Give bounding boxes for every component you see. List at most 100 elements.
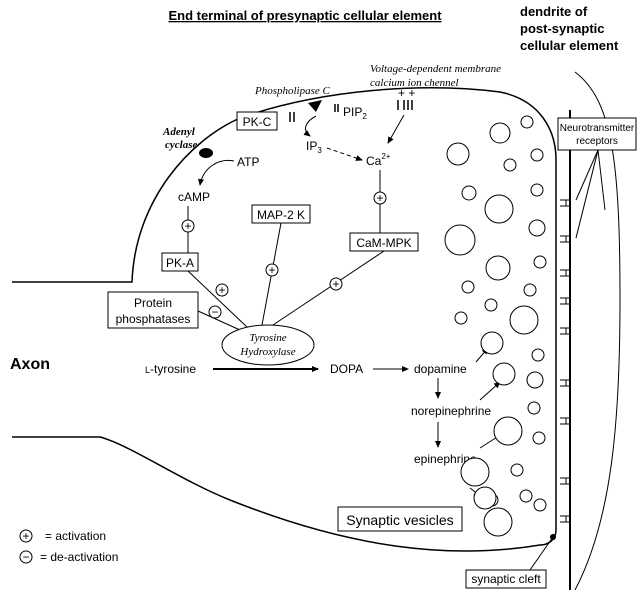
vesicle (503, 158, 517, 172)
vesicle (530, 183, 544, 197)
legend-activation-label: = activation (45, 529, 106, 543)
protein-phosphatases-label-1: Protein (134, 296, 172, 310)
title: End terminal of presynaptic cellular ele… (168, 8, 442, 23)
vesicle (484, 298, 498, 312)
vesicle (530, 148, 544, 162)
norepinephrine-vesicle-arrow (479, 381, 501, 401)
synaptic-vesicles-label: Synaptic vesicles (346, 512, 453, 528)
vesicle (520, 115, 534, 129)
calcium-channel-icon (397, 100, 413, 110)
ip3-to-ca-arrow (326, 147, 363, 161)
legend-activation-sign: + (22, 529, 29, 543)
dopamine-label: dopamine (414, 362, 467, 376)
vesicle (528, 219, 546, 237)
membrane-receptor-icon (289, 104, 339, 122)
receptor-icon (560, 235, 570, 243)
vesicle (473, 486, 497, 510)
receptors-label-2: receptors (576, 136, 618, 147)
pka-label: PK-A (166, 256, 194, 270)
legend-deactivation-sign: − (22, 550, 29, 564)
vesicle (526, 371, 544, 389)
receptors-label-1: Neurotransmitter (560, 123, 635, 134)
protein-phosphatases-label-2: phosphatases (116, 312, 191, 326)
cammpk-activation-circle (329, 277, 343, 291)
cam-mpk-label: CaM-MPK (356, 236, 411, 250)
receptor-markers (560, 199, 570, 523)
vesicle (533, 498, 547, 512)
adenyl-cyclase-icon (199, 148, 213, 158)
axon-label: Axon (10, 356, 50, 373)
l-tyrosine-label: L-tyrosine (145, 362, 196, 376)
phosphatase-tyrosine-link (197, 310, 241, 331)
dendrite-label-1: dendrite of (520, 4, 588, 19)
vesicle (532, 431, 546, 445)
vesicle (485, 255, 511, 281)
legend-deactivation-icon (19, 550, 33, 564)
postsynaptic-dendrite-edge (574, 71, 621, 591)
synaptic-cleft-pointer (529, 536, 554, 571)
ca-activation-circle (373, 191, 387, 205)
receptor-icon (560, 379, 570, 387)
receptor-icon (560, 327, 570, 335)
vesicle (461, 185, 477, 201)
tyrosine-hydroxylase-ellipse (221, 324, 315, 366)
vesicle-group (444, 115, 547, 537)
receptor-pointer (575, 149, 599, 239)
legend-deactivation-label: = de-activation (40, 550, 118, 564)
camp-label: cAMP (178, 190, 210, 204)
camp-pka-activation-sign: + (184, 219, 191, 233)
vesicle (527, 401, 541, 415)
vesicle (454, 311, 468, 325)
pip2-label: PIP2 (343, 105, 367, 121)
adenyl-label-1: Adenyl (162, 126, 196, 138)
synaptic-vesicles-box (337, 506, 463, 532)
receptor-pointer (597, 149, 606, 211)
map2k-label: MAP-2 K (257, 208, 305, 222)
legend-activation-icon (19, 529, 33, 543)
tyrosine-hydroxylase-label-2: Hydroxylase (239, 346, 295, 358)
epinephrine-label: epinephrine (414, 452, 477, 466)
receptor-icon (560, 199, 570, 207)
receptor-pointer (575, 149, 599, 201)
receptor-icon (560, 477, 570, 485)
dopa-label: DOPA (330, 362, 363, 376)
pkc-box (236, 111, 278, 131)
vesicle (489, 122, 511, 144)
vesicle (483, 507, 513, 537)
phosphatase-deactivation-sign: − (211, 305, 218, 319)
phospholipase-label: Phospholipase C (254, 85, 331, 97)
map2k-activation-circle (265, 263, 279, 277)
vesicle (531, 348, 545, 362)
vesicle (519, 489, 533, 503)
pkc-label: PK-C (243, 115, 272, 129)
channel-to-ca-arrow (387, 114, 405, 144)
protein-phosphatases-box (107, 291, 199, 329)
channel-charge: + + (398, 86, 415, 100)
synaptic-cleft-label: synaptic cleft (471, 572, 541, 586)
vesicle (484, 194, 514, 224)
dendrite-label-2: post-synaptic (520, 21, 605, 36)
camp-pka-activation-circle (181, 219, 195, 233)
receptor-icon (560, 515, 570, 523)
norepinephrine-label: norepinephrine (411, 404, 491, 418)
vesicle (533, 255, 547, 269)
vesicle (523, 283, 537, 297)
vesicle (492, 362, 516, 386)
phospholipase-icon (308, 100, 322, 112)
calcium-label: Ca2+ (366, 152, 391, 168)
receptor-icon (560, 297, 570, 305)
vesicle (444, 224, 476, 256)
phosphatase-deactivation-circle (208, 305, 222, 319)
vesicle (461, 280, 475, 294)
voltage-channel-label-2: calcium ion chennel (370, 77, 459, 89)
receptor-icon (560, 269, 570, 277)
voltage-channel-label-1: Voltage-dependent membrane (370, 63, 501, 75)
atp-to-camp-arrow (198, 159, 235, 186)
atp-label: ATP (237, 155, 259, 169)
pip2-to-ip3-arrow (303, 115, 317, 137)
vesicle (510, 463, 524, 477)
presynaptic-membrane (12, 87, 557, 552)
synaptic-cleft-box (465, 569, 547, 589)
